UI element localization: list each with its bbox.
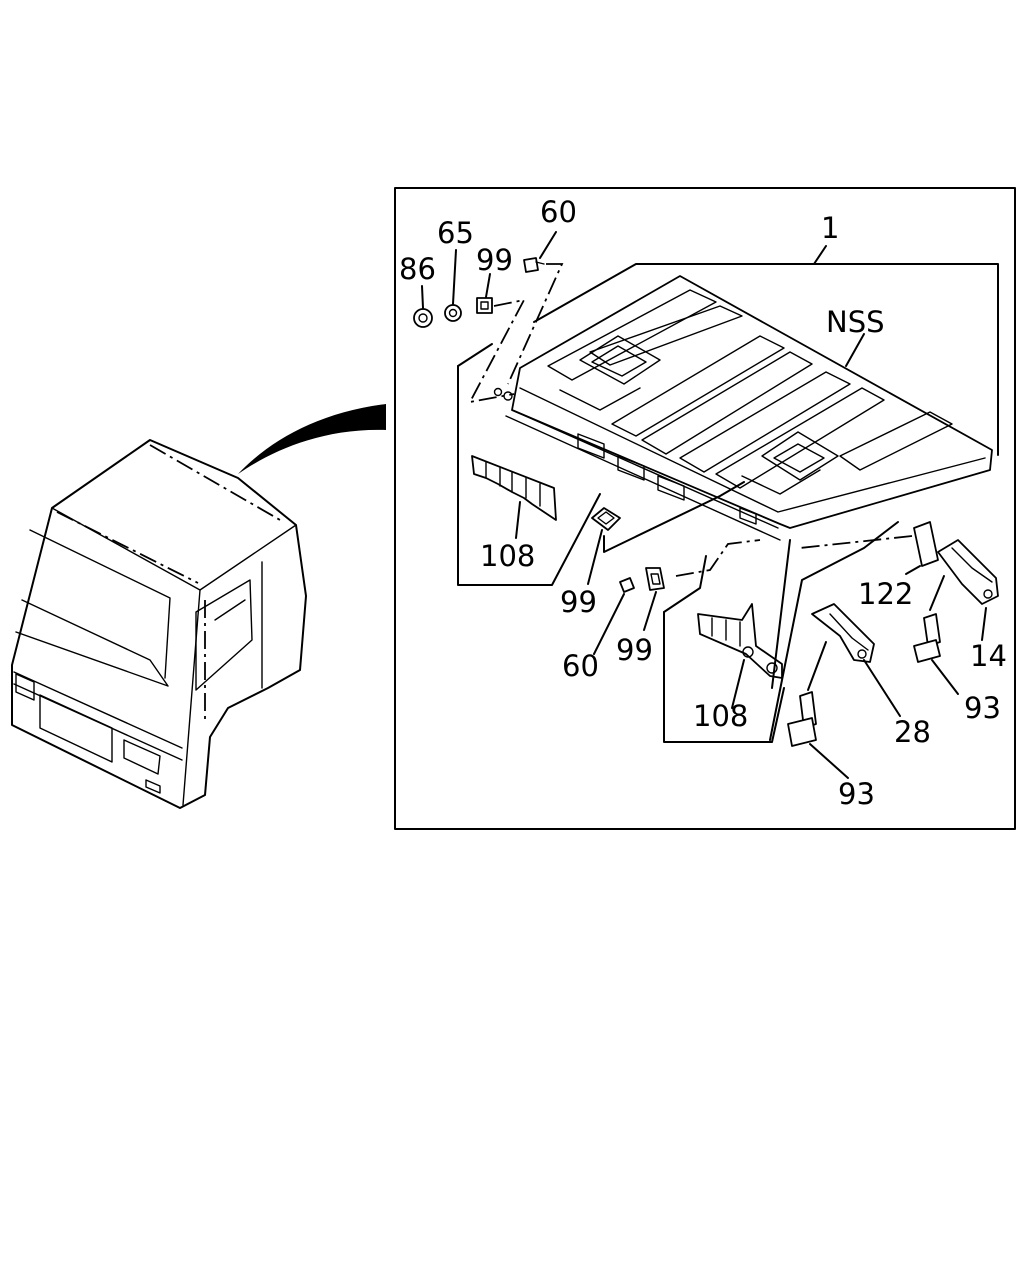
bolt-93-right: [923, 613, 941, 647]
leader-nss: [845, 333, 865, 367]
callout-108-left: 108: [480, 539, 535, 573]
washer-86: [413, 308, 433, 328]
roof-panel: [505, 275, 993, 541]
right-brackets: [769, 521, 999, 779]
reinforcement-108-bottom: [663, 539, 791, 743]
callout-108-bottom: 108: [693, 699, 748, 733]
rivet-60-top: [523, 257, 539, 273]
callout-86: 86: [399, 252, 436, 286]
callout-60-bottom: 60: [562, 649, 599, 683]
callout-99-mid: 99: [560, 585, 597, 619]
callout-65: 65: [437, 216, 474, 250]
callout-1: 1: [821, 211, 839, 245]
callout-99-right: 99: [616, 633, 653, 667]
callout-28: 28: [894, 715, 931, 749]
reinforcement-108-left: [457, 343, 601, 586]
detail-frame: [394, 187, 1016, 830]
pin-122: [913, 521, 939, 567]
cab-overview: [11, 404, 386, 809]
bracket-14: [937, 539, 999, 605]
clip-99-top: [476, 297, 493, 314]
callout-93-bottom: 93: [838, 777, 875, 811]
bracket-28: [811, 603, 875, 663]
rivet-60-bottom: [619, 577, 635, 593]
washer-65: [444, 304, 462, 322]
callout-93-right: 93: [964, 691, 1001, 725]
callout-99-top: 99: [476, 243, 513, 277]
fastener-group-top: [413, 231, 564, 404]
callout-labels: 1 NSS 60 65 86 99 108 99 99 60 108 122 1…: [399, 195, 1007, 811]
callout-60-top: 60: [540, 195, 577, 229]
callout-122: 122: [858, 577, 913, 611]
clip-99-mid: [591, 507, 621, 531]
callout-14: 14: [970, 639, 1007, 673]
callout-nss: NSS: [826, 305, 885, 339]
leader-1: [533, 263, 815, 323]
clip-99-right: [645, 567, 665, 591]
center-clips: [587, 481, 761, 655]
